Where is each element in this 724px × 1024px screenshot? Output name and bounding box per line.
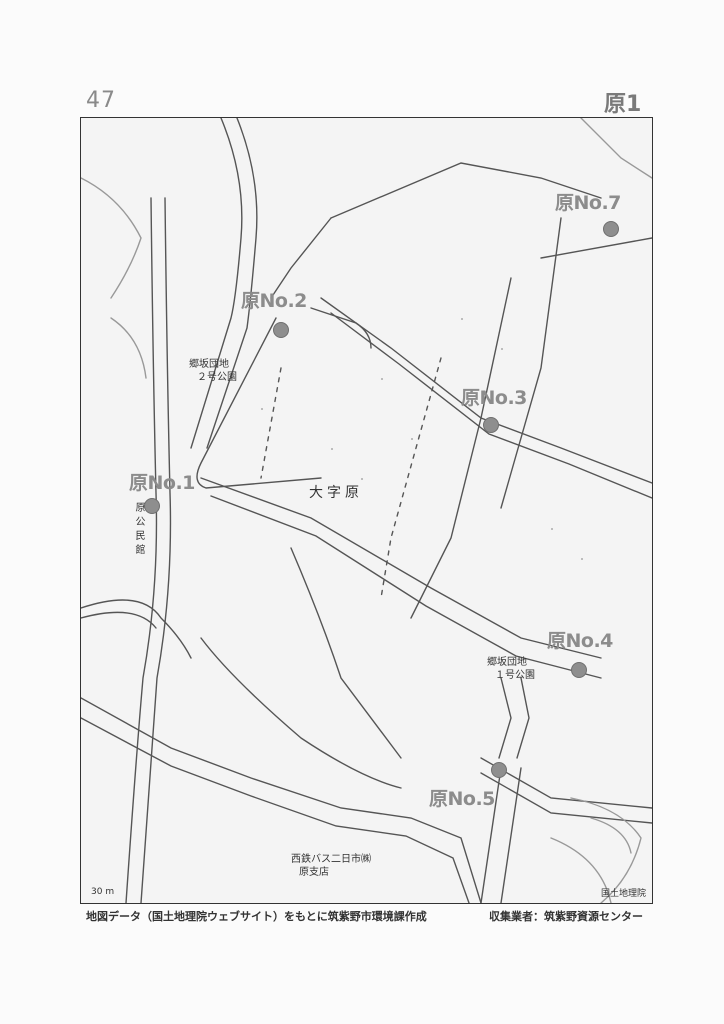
footer-collector: 収集業者：筑紫野資源センター — [489, 910, 643, 923]
marker-label-5: 原No.5 — [429, 788, 495, 810]
bus-office-label: 西鉄バス二日市㈱ 原支店 — [291, 853, 371, 879]
page-number: 47 — [86, 88, 116, 113]
marker-label-1: 原No.1 — [129, 472, 195, 494]
map-attribution: 国土地理院 — [600, 889, 646, 899]
park-1-name: 郷坂団地 — [487, 657, 527, 668]
marker-label-7: 原No.7 — [555, 192, 621, 214]
bus-office-name: 西鉄バス二日市㈱ — [291, 854, 371, 865]
bus-office-branch: 原支店 — [299, 867, 329, 878]
marker-dot-3[interactable] — [483, 417, 499, 433]
map-roads — [81, 118, 652, 903]
park-2-number: ２号公園 — [197, 372, 237, 383]
marker-label-2: 原No.2 — [241, 290, 307, 312]
marker-dot-7[interactable] — [603, 221, 619, 237]
park-2-label: 郷坂団地 ２号公園 — [189, 358, 237, 384]
park-1-label: 郷坂団地 １号公園 — [487, 656, 535, 682]
marker-dot-4[interactable] — [571, 662, 587, 678]
park-1-number: １号公園 — [495, 670, 535, 681]
marker-dot-2[interactable] — [273, 322, 289, 338]
page-code: 原1 — [604, 92, 642, 117]
marker-dot-5[interactable] — [491, 762, 507, 778]
marker-label-4: 原No.4 — [547, 630, 613, 652]
footer-source: 地図データ（国土地理院ウェブサイト）をもとに筑紫野市環境課作成 — [86, 910, 427, 923]
district-label: 大字原 — [309, 485, 363, 501]
map-frame[interactable]: 原No.1 原No.2 原No.3 原No.4 原No.5 原No.7 郷坂団地… — [80, 117, 653, 904]
marker-label-3: 原No.3 — [461, 387, 527, 409]
community-hall-label: 原公民館 — [133, 502, 144, 558]
marker-dot-1[interactable] — [144, 498, 160, 514]
park-2-name: 郷坂団地 — [189, 359, 229, 370]
scale-label: 30 m — [91, 887, 115, 897]
